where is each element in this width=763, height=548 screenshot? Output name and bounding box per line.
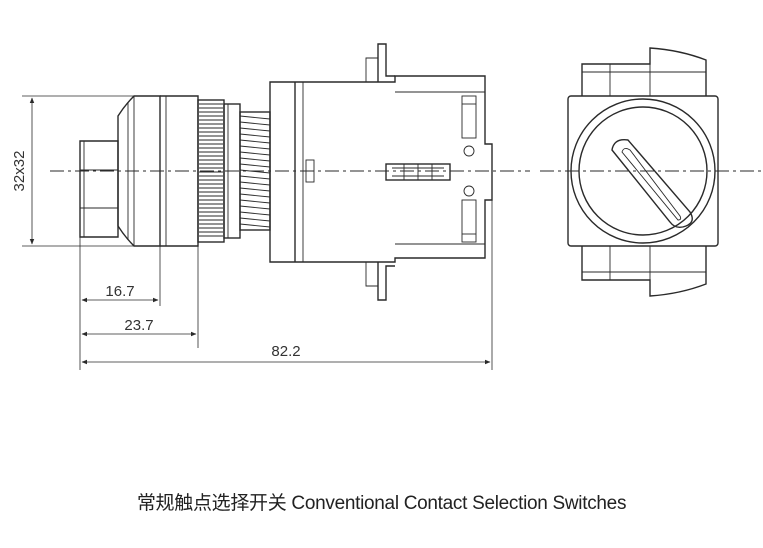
knurled-nut bbox=[197, 99, 241, 243]
dimension-16-7-label: 16.7 bbox=[105, 283, 134, 300]
dimension-23-7: 23.7 bbox=[81, 317, 197, 337]
front-view bbox=[540, 47, 763, 297]
threaded-body bbox=[239, 111, 271, 231]
dimension-82-2-label: 82.2 bbox=[271, 343, 300, 360]
dimension-height-label: 32x32 bbox=[11, 151, 28, 192]
dimension-height: 32x32 bbox=[11, 95, 134, 247]
dimension-82-2: 82.2 bbox=[81, 343, 491, 365]
dimension-23-7-label: 23.7 bbox=[124, 317, 153, 334]
knob-handle bbox=[611, 139, 693, 229]
dimension-16-7: 16.7 bbox=[81, 283, 159, 303]
figure-caption: 常规触点选择开关 Conventional Contact Selection … bbox=[136, 493, 627, 514]
side-view bbox=[50, 43, 530, 301]
knob bbox=[79, 140, 119, 238]
contact-block bbox=[269, 43, 493, 301]
